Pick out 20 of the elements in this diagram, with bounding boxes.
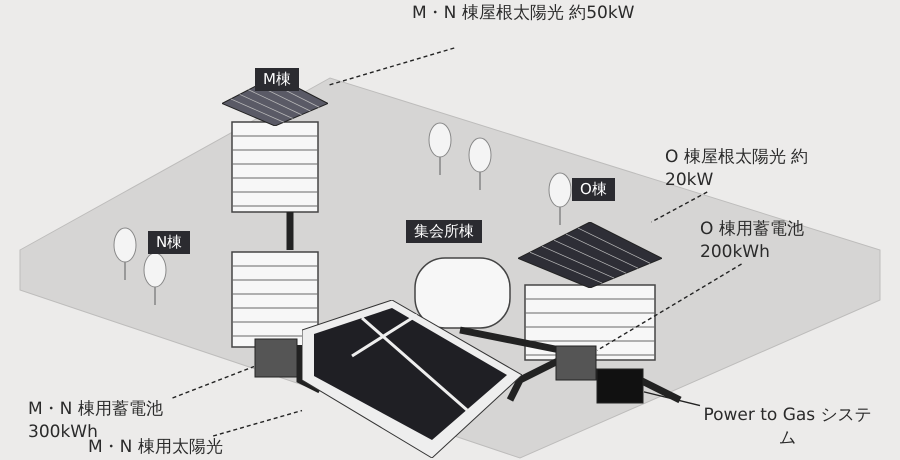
leader-line bbox=[328, 47, 454, 86]
leader-line bbox=[212, 410, 302, 437]
building-tag: 集会所棟 bbox=[406, 220, 482, 243]
building-tag: M棟 bbox=[255, 68, 299, 91]
callout-text: O 棟屋根太陽光 約20kW bbox=[665, 146, 835, 192]
leader-line bbox=[596, 263, 742, 352]
callout-text: O 棟用蓄電池 200kWh bbox=[700, 218, 860, 264]
leader-line bbox=[651, 191, 708, 223]
building-tag: O棟 bbox=[572, 178, 615, 201]
power-to-gas-unit-drawing bbox=[596, 368, 644, 404]
building-tag: N棟 bbox=[148, 231, 190, 254]
leader-line bbox=[644, 391, 700, 406]
callout-text: Power to Gas システム bbox=[700, 404, 875, 450]
solar-array-drawing bbox=[302, 300, 522, 458]
callout-text: M・N 棟用太陽光 bbox=[88, 436, 258, 459]
callout-text: M・N 棟屋根太陽光 約50kW bbox=[412, 2, 652, 48]
solar-roof-drawing bbox=[518, 222, 662, 288]
battery-unit-drawing bbox=[254, 338, 298, 378]
leader-line bbox=[172, 366, 254, 399]
battery-unit-drawing bbox=[555, 345, 597, 381]
